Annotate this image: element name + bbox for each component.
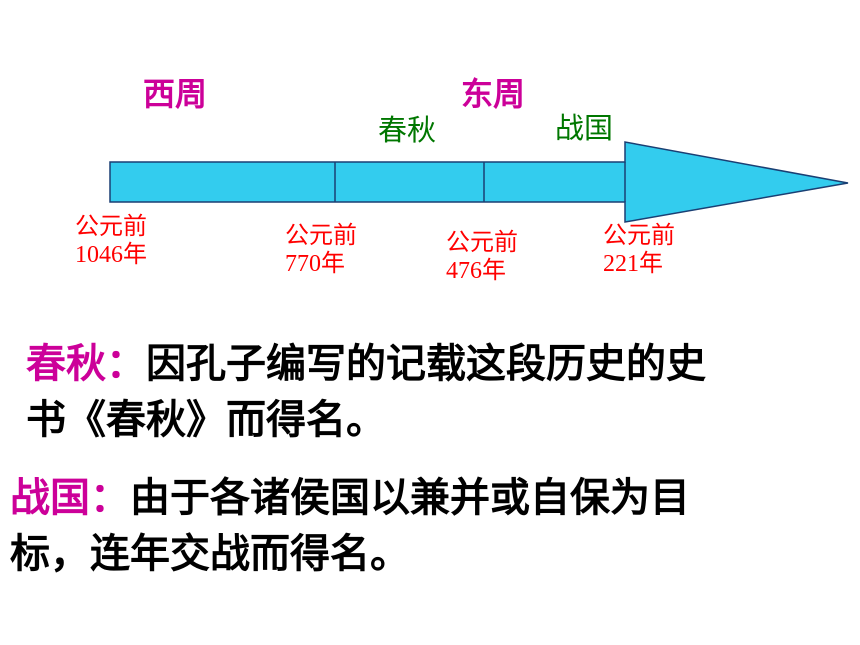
note-text: 由于各诸侯国以兼并或自保为目 bbox=[130, 475, 690, 521]
note-line: 春秋：因孔子编写的记载这段历史的史 bbox=[26, 336, 706, 392]
note-term: 战国： bbox=[10, 475, 130, 521]
timeline-arrow bbox=[109, 141, 849, 223]
date-prefix: 公元前 bbox=[285, 223, 357, 249]
date-year: 1046年 bbox=[75, 242, 147, 268]
date-1046bc: 公元前 1046年 bbox=[75, 213, 147, 269]
date-prefix: 公元前 bbox=[603, 223, 675, 249]
date-770bc: 公元前 770年 bbox=[285, 222, 357, 278]
note-spring-autumn: 春秋：因孔子编写的记载这段历史的史 书《春秋》而得名。 bbox=[26, 336, 706, 448]
note-line: 标，连年交战而得名。 bbox=[10, 526, 690, 582]
label-spring-autumn: 春秋 bbox=[378, 113, 437, 147]
label-warring-states: 战国 bbox=[555, 111, 614, 145]
arrow-body bbox=[109, 141, 849, 223]
date-year: 221年 bbox=[603, 251, 663, 277]
note-text: 因孔子编写的记载这段历史的史 bbox=[146, 341, 706, 387]
note-text: 书《春秋》而得名。 bbox=[26, 397, 386, 443]
note-text: 标，连年交战而得名。 bbox=[10, 531, 410, 577]
note-warring-states: 战国：由于各诸侯国以兼并或自保为目 标，连年交战而得名。 bbox=[10, 470, 690, 582]
label-western-zhou: 西周 bbox=[143, 75, 208, 113]
date-year: 770年 bbox=[285, 251, 345, 277]
date-prefix: 公元前 bbox=[75, 214, 147, 240]
note-line: 战国：由于各诸侯国以兼并或自保为目 bbox=[10, 470, 690, 526]
note-line: 书《春秋》而得名。 bbox=[26, 392, 706, 448]
label-eastern-zhou: 东周 bbox=[461, 75, 526, 113]
date-prefix: 公元前 bbox=[446, 230, 518, 256]
note-term: 春秋： bbox=[26, 341, 146, 387]
date-476bc: 公元前 476年 bbox=[446, 229, 518, 285]
date-221bc: 公元前 221年 bbox=[603, 222, 675, 278]
date-year: 476年 bbox=[446, 258, 506, 284]
